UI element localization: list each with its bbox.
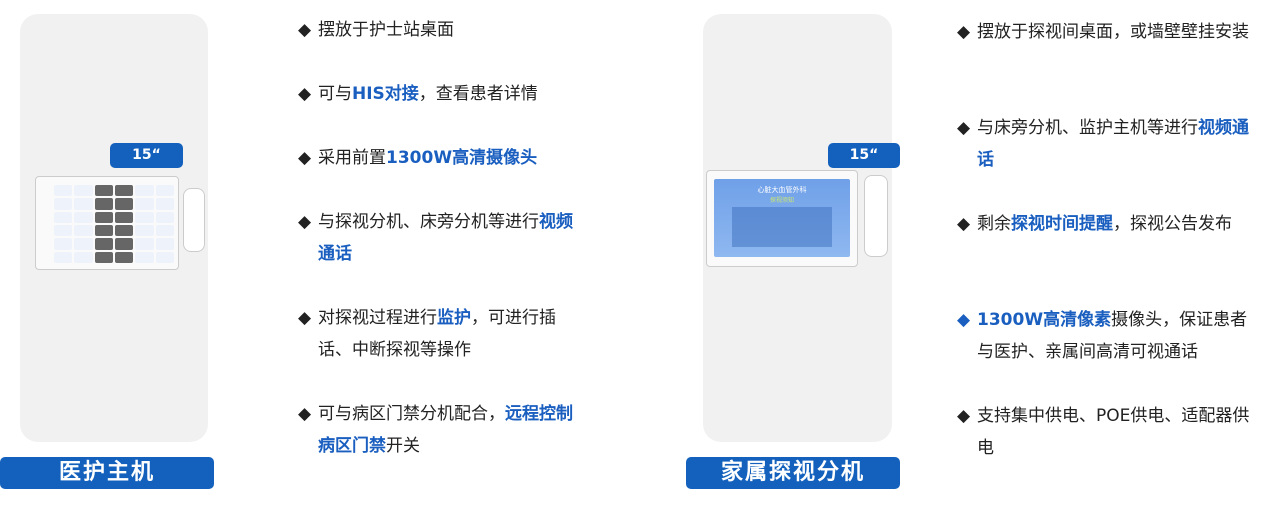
feature-item: ◆ 采用前置1300W高清摄像头: [298, 142, 588, 174]
terminal-screen: 心脏大血管外科 探视须知: [714, 179, 850, 257]
bed-cell: [155, 185, 174, 197]
highlight-text: 监护: [437, 308, 471, 328]
diamond-bullet-icon: ◆: [298, 308, 312, 328]
bed-cell: [115, 185, 134, 197]
handset-image: [864, 175, 888, 257]
size-badge: 15“: [110, 143, 183, 168]
bed-cell: [94, 224, 113, 237]
feature-item: ◆ 与床旁分机、监护主机等进行视频通话: [957, 112, 1259, 176]
bed-cell: [135, 238, 154, 250]
feature-text: 支持集中供电、POE供电、适配器供电: [977, 406, 1250, 458]
feature-item: ◆ 可与病区门禁分机配合，远程控制病区门禁开关: [298, 398, 588, 462]
nurse-host-device-image: [35, 176, 179, 270]
bed-cell: [54, 185, 73, 197]
size-badge: 15“: [828, 143, 900, 168]
feature-item: ◆ 可与HIS对接，查看患者详情: [298, 78, 588, 110]
bed-cell: [54, 224, 73, 237]
bed-cell: [74, 211, 93, 223]
feature-text: ，查看患者详情: [418, 84, 538, 104]
diamond-bullet-icon: ◆: [957, 310, 971, 330]
feature-item: ◆ 支持集中供电、POE供电、适配器供电: [957, 400, 1259, 464]
highlight-text: 视频通话: [977, 118, 1249, 170]
highlight-text: 视频通话: [318, 212, 573, 264]
feature-text: 与探视分机、床旁分机等进行: [318, 212, 539, 232]
feature-text: 摆放于护士站桌面: [318, 20, 454, 40]
bed-cell: [155, 224, 174, 237]
feature-item: ◆ 对探视过程进行监护，可进行插话、中断探视等操作: [298, 302, 588, 366]
bed-cell: [54, 238, 73, 250]
feature-text: ，探视公告发布: [1113, 214, 1232, 234]
bed-cell: [115, 238, 134, 250]
diamond-bullet-icon: ◆: [298, 84, 312, 104]
feature-text: 可与: [318, 84, 352, 104]
bed-cell: [135, 198, 154, 210]
bed-cell: [94, 198, 113, 210]
feature-text: 与床旁分机、监护主机等进行: [977, 118, 1198, 138]
diamond-bullet-icon: ◆: [298, 212, 312, 232]
bed-cell: [115, 211, 134, 223]
bed-cell: [74, 185, 93, 197]
highlight-text: 1300W高清摄像头: [386, 148, 538, 168]
feature-text: 采用前置: [318, 148, 386, 168]
bed-cell: [155, 198, 174, 210]
diamond-bullet-icon: ◆: [957, 214, 971, 234]
visit-terminal-label: 家属探视分机: [686, 457, 900, 489]
bed-cell: [54, 251, 73, 263]
feature-text: 剩余: [977, 214, 1011, 234]
screen-title: 心脏大血管外科: [757, 186, 807, 194]
feature-text: 对探视过程进行: [318, 308, 437, 328]
feature-text: 摆放于探视间桌面，或墙壁壁挂安装: [977, 22, 1249, 42]
feature-item: ◆ 1300W高清像素摄像头，保证患者与医护、亲属间高清可视通话: [957, 304, 1259, 368]
highlight-text: HIS对接: [352, 84, 419, 104]
bed-cell: [115, 198, 134, 210]
bed-cell: [115, 251, 134, 263]
feature-text: ，可进行插话、中断探视等操作: [318, 308, 556, 360]
bed-cell: [135, 185, 154, 197]
bed-cell: [135, 251, 154, 263]
bed-cell: [155, 211, 174, 223]
bed-cell: [155, 251, 174, 263]
bed-cell: [94, 185, 113, 197]
diamond-bullet-icon: ◆: [957, 406, 971, 426]
visit-terminal-device-image: 心脏大血管外科 探视须知: [706, 170, 858, 267]
diamond-bullet-icon: ◆: [957, 118, 971, 138]
bed-cell: [135, 224, 154, 237]
diamond-bullet-icon: ◆: [298, 148, 312, 168]
bed-cell: [74, 198, 93, 210]
feature-text: 摄像头，保证患者与医护、亲属间高清可视通话: [977, 310, 1248, 362]
bed-cell: [94, 251, 113, 263]
bed-cell: [94, 211, 113, 223]
feature-item: ◆ 摆放于探视间桌面，或墙壁壁挂安装: [957, 16, 1259, 48]
screen-subtitle: 探视须知: [769, 197, 794, 204]
diamond-bullet-icon: ◆: [298, 404, 312, 424]
highlight-text: 1300W高清像素: [977, 310, 1112, 330]
bed-cell: [94, 238, 113, 250]
bed-cell: [74, 251, 93, 263]
feature-item: ◆ 与探视分机、床旁分机等进行视频通话: [298, 206, 588, 270]
highlight-text: 探视时间提醒: [1011, 214, 1113, 234]
feature-item: ◆ 剩余探视时间提醒，探视公告发布: [957, 208, 1259, 240]
bed-cell: [115, 224, 134, 237]
feature-item: ◆ 摆放于护士站桌面: [298, 14, 588, 46]
diamond-bullet-icon: ◆: [957, 22, 971, 42]
bed-cell: [155, 238, 174, 250]
feature-text: 开关: [386, 436, 420, 456]
bed-cell: [54, 211, 73, 223]
bed-cell: [54, 198, 73, 210]
bed-cell: [74, 238, 93, 250]
highlight-text: 远程控制病区门禁: [318, 404, 573, 456]
diamond-bullet-icon: ◆: [298, 20, 312, 40]
feature-text: 可与病区门禁分机配合，: [318, 404, 505, 424]
nurse-host-label: 医护主机: [0, 457, 214, 489]
bed-cell: [135, 211, 154, 223]
bed-cell: [74, 224, 93, 237]
handset-image: [183, 188, 205, 252]
